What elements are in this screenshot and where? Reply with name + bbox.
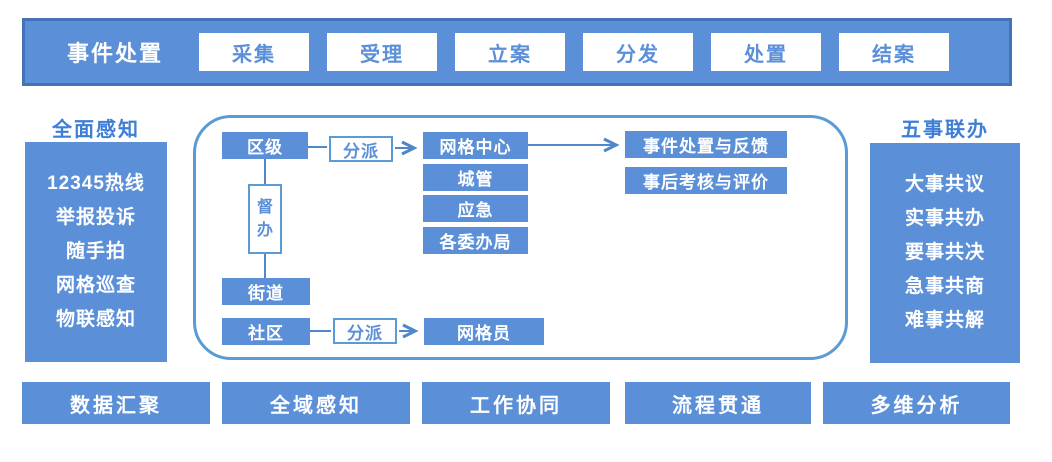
left-item-report: 举报投诉 — [55, 207, 136, 228]
bottom-box-analysis: 多维分析 — [823, 382, 1010, 424]
left-panel-box: 12345热线 举报投诉 随手拍 网格巡查 物联感知 — [25, 142, 167, 362]
bottom-box-process: 流程贯通 — [625, 382, 811, 424]
node-emergency: 应急 — [423, 195, 528, 222]
bottom-box-data: 数据汇聚 — [22, 382, 210, 424]
flow-container — [193, 115, 848, 360]
node-grid-center: 网格中心 — [423, 132, 528, 159]
step-register: 立案 — [455, 33, 566, 71]
left-item-patrol: 网格巡查 — [55, 275, 136, 296]
node-evaluation: 事后考核与评价 — [625, 167, 787, 194]
step-handle: 处置 — [711, 33, 822, 71]
step-accept: 受理 — [327, 33, 438, 71]
step-collect: 采集 — [199, 33, 310, 71]
node-district: 区级 — [222, 132, 308, 159]
node-committees: 各委办局 — [423, 227, 528, 254]
left-item-hotline: 12345热线 — [47, 173, 145, 194]
node-dispatch-bottom: 分派 — [333, 318, 397, 344]
bottom-box-collaboration: 工作协同 — [422, 382, 610, 424]
right-item-urgent: 急事共商 — [904, 276, 985, 297]
right-item-big: 大事共议 — [904, 174, 985, 195]
right-panel-title: 五事联办 — [901, 119, 989, 141]
event-process-title: 事件处置 — [67, 41, 164, 66]
event-process-bar: 事件处置 采集 受理 立案 分发 处置 结案 — [22, 18, 1012, 86]
right-item-hard: 难事共解 — [904, 310, 985, 331]
left-panel-title: 全面感知 — [52, 119, 140, 141]
right-item-key: 要事共决 — [904, 242, 985, 263]
right-item-real: 实事共办 — [904, 208, 985, 229]
node-city-mgmt: 城管 — [423, 164, 528, 191]
node-feedback: 事件处置与反馈 — [625, 131, 787, 158]
node-community: 社区 — [222, 318, 310, 345]
step-distribute: 分发 — [583, 33, 694, 71]
node-dispatch-top: 分派 — [329, 136, 393, 162]
right-panel-box: 大事共议 实事共办 要事共决 急事共商 难事共解 — [870, 143, 1020, 363]
left-item-snapshot: 随手拍 — [65, 241, 126, 262]
node-grid-worker: 网格员 — [424, 318, 544, 345]
node-supervise: 督办 — [248, 184, 282, 254]
node-street: 街道 — [222, 278, 310, 305]
bottom-box-perception: 全域感知 — [222, 382, 410, 424]
process-steps: 采集 受理 立案 分发 处置 结案 — [199, 33, 950, 71]
left-item-iot: 物联感知 — [55, 309, 136, 330]
step-close: 结案 — [839, 33, 950, 71]
